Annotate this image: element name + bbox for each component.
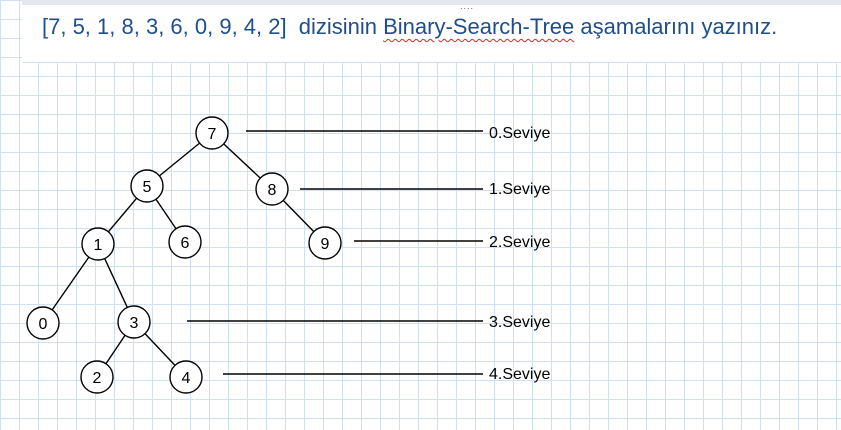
node-circle xyxy=(117,305,151,339)
node-circle xyxy=(168,225,202,259)
tree-node: 7 xyxy=(195,116,229,150)
node-circle xyxy=(26,306,60,340)
tree-node: 8 xyxy=(255,172,289,206)
node-circle xyxy=(81,227,115,261)
edge-n5-n1 xyxy=(107,197,138,233)
edge-n8-n9 xyxy=(282,199,315,233)
node-label: 8 xyxy=(268,182,277,199)
tree-edges xyxy=(51,142,315,366)
tree-nodes: 7 5 8 1 6 9 0 3 2 4 xyxy=(26,116,342,394)
question-header: .... [7, 5, 1, 8, 3, 6, 0, 9, 4, 2] dizi… xyxy=(22,0,841,63)
level-label-1: 1.Seviye xyxy=(489,181,550,198)
node-circle xyxy=(80,360,114,394)
node-circle xyxy=(255,172,289,206)
level-label-2: 2.Seviye xyxy=(489,234,550,251)
node-label: 3 xyxy=(130,315,139,332)
tree-node: 9 xyxy=(308,226,342,260)
node-label: 6 xyxy=(181,235,190,252)
edge-n7-n8 xyxy=(223,143,261,179)
node-label: 0 xyxy=(39,316,48,333)
edge-n7-n5 xyxy=(158,142,201,177)
question-word-before: dizisinin xyxy=(298,14,377,39)
node-label: 4 xyxy=(182,370,191,387)
node-label: 1 xyxy=(94,237,103,254)
tree-node: 3 xyxy=(117,305,151,339)
header-dots: .... xyxy=(460,1,475,11)
level-label-4: 4.Seviye xyxy=(489,366,550,383)
edge-n3-n2 xyxy=(105,334,126,365)
tree-node: 4 xyxy=(169,360,203,394)
question-text: [7, 5, 1, 8, 3, 6, 0, 9, 4, 2] dizisinin… xyxy=(42,14,777,40)
array-text: [7, 5, 1, 8, 3, 6, 0, 9, 4, 2] xyxy=(42,14,287,39)
node-circle xyxy=(195,116,229,150)
tree-node: 1 xyxy=(81,227,115,261)
edge-n1-n3 xyxy=(104,258,128,308)
tree-node: 5 xyxy=(130,169,164,203)
node-circle xyxy=(169,360,203,394)
node-label: 2 xyxy=(93,370,102,387)
bst-term: Binary-Search-Tree xyxy=(383,14,575,39)
edge-n5-n6 xyxy=(155,198,177,230)
node-circle xyxy=(308,226,342,260)
node-label: 9 xyxy=(321,236,330,253)
node-label: 7 xyxy=(208,126,217,143)
header-strip xyxy=(22,0,841,5)
node-circle xyxy=(130,169,164,203)
question-word-after: aşamalarını yazınız. xyxy=(580,14,778,39)
edge-n1-n0 xyxy=(51,256,90,311)
level-label-3: 3.Seviye xyxy=(489,314,550,331)
tree-node: 0 xyxy=(26,306,60,340)
level-label-0: 0.Seviye xyxy=(489,125,550,142)
level-lines: 0.Seviye 1.Seviye 2.Seviye 3.Seviye 4.Seviye xyxy=(187,125,550,383)
node-label: 5 xyxy=(143,179,152,196)
edge-n3-n4 xyxy=(144,333,176,366)
tree-node: 6 xyxy=(168,225,202,259)
tree-node: 2 xyxy=(80,360,114,394)
